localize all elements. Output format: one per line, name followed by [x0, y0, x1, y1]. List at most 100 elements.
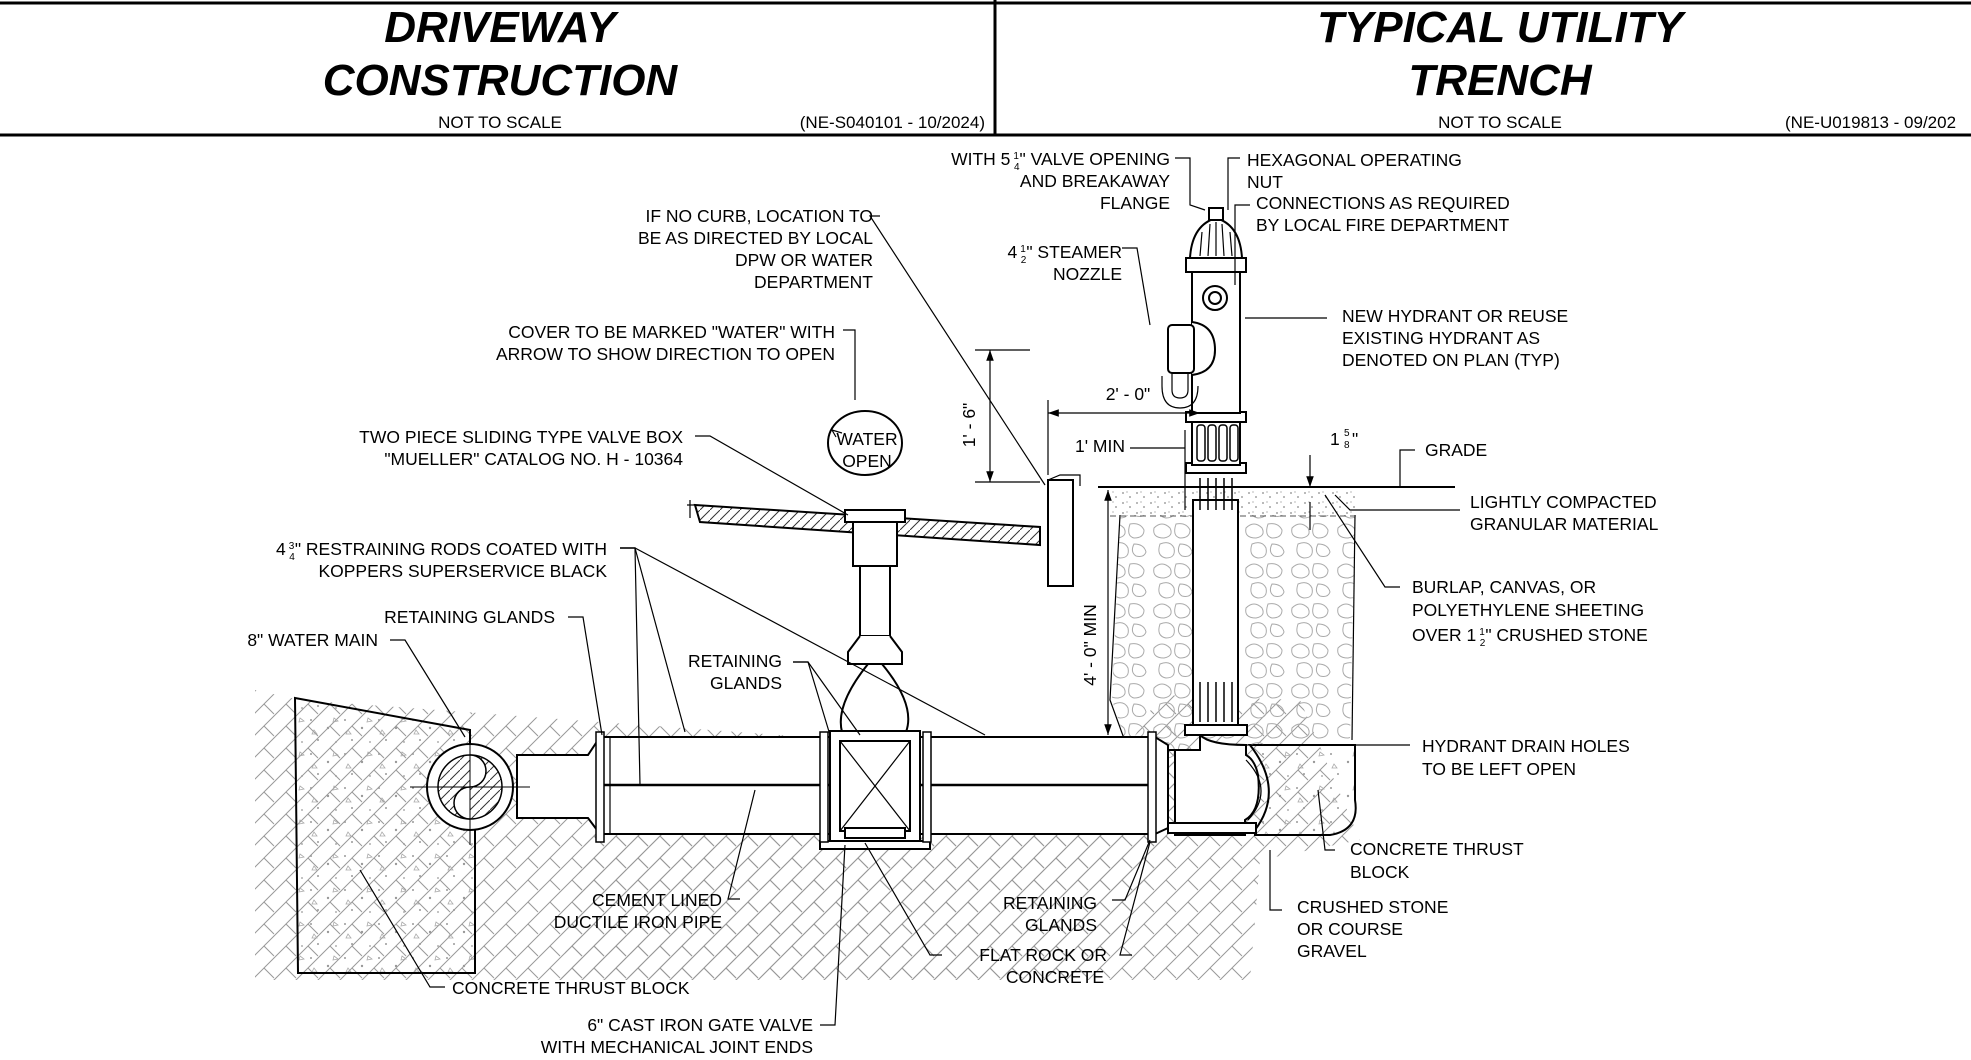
left-drawing-ref: (NE-S040101 - 10/2024) [800, 113, 985, 132]
svg-text:ARROW TO SHOW DIRECTION TO OPE: ARROW TO SHOW DIRECTION TO OPEN [496, 344, 835, 364]
cover-word-water: WATER [836, 429, 897, 449]
callout-lightly-compacted: LIGHTLY COMPACTED GRANULAR MATERIAL [1470, 492, 1659, 534]
dim-frac-unit: " [1352, 429, 1358, 449]
dim-frac-den: 8 [1344, 440, 1350, 451]
svg-text:POLYETHYLENE SHEETING: POLYETHYLENE SHEETING [1412, 600, 1644, 620]
svg-text:412" STEAMER: 412" STEAMER [1007, 242, 1122, 266]
callout-glands-low: RETAINING GLANDS [1003, 893, 1097, 935]
svg-text:"MUELLER" CATALOG NO. H - 1036: "MUELLER" CATALOG NO. H - 10364 [384, 449, 683, 469]
valve-box [839, 509, 910, 733]
callout-glands-left: RETAINING GLANDS [384, 607, 555, 627]
cover-word-open: OPEN [842, 451, 892, 471]
left-pipe-run [516, 731, 831, 843]
svg-text:GLANDS: GLANDS [1025, 915, 1097, 935]
dim-1-min: 1' MIN [1075, 436, 1125, 456]
svg-text:HEXAGONAL OPERATING: HEXAGONAL OPERATING [1247, 150, 1462, 170]
svg-text:GRANULAR MATERIAL: GRANULAR MATERIAL [1470, 514, 1659, 534]
svg-text:NUT: NUT [1247, 172, 1283, 192]
svg-text:EXISTING HYDRANT AS: EXISTING HYDRANT AS [1342, 328, 1540, 348]
dim-4-0-min: 4' - 0" MIN [1080, 604, 1100, 686]
svg-text:CONNECTIONS AS REQUIRED: CONNECTIONS AS REQUIRED [1256, 193, 1510, 213]
dim-1-5-8: 1 [1330, 429, 1340, 449]
callout-valve-box: TWO PIECE SLIDING TYPE VALVE BOX "MUELLE… [359, 427, 683, 469]
right-thrust-block [1247, 744, 1357, 836]
svg-text:HYDRANT DRAIN HOLES: HYDRANT DRAIN HOLES [1422, 736, 1630, 756]
gate-valve [819, 730, 931, 850]
svg-text:DENOTED ON PLAN (TYP): DENOTED ON PLAN (TYP) [1342, 350, 1560, 370]
svg-text:COVER TO BE MARKED "WATER" WIT: COVER TO BE MARKED "WATER" WITH [508, 322, 835, 342]
svg-text:DEPARTMENT: DEPARTMENT [754, 272, 873, 292]
svg-text:DPW OR WATER: DPW OR WATER [735, 250, 873, 270]
left-title-line1: DRIVEWAY [384, 3, 619, 52]
svg-text:OVER 112" CRUSHED STONE: OVER 112" CRUSHED STONE [1412, 625, 1648, 649]
svg-text:OR COURSE: OR COURSE [1297, 919, 1403, 939]
dim-frac-num: 5 [1344, 428, 1350, 439]
callout-no-curb: IF NO CURB, LOCATION TO BE AS DIRECTED B… [638, 206, 873, 292]
svg-text:WITH 514" VALVE OPENING: WITH 514" VALVE OPENING [951, 149, 1170, 173]
left-title-line2: CONSTRUCTION [323, 56, 679, 105]
callout-hex-nut: HEXAGONAL OPERATING NUT [1247, 150, 1462, 192]
callout-thrust-left: CONCRETE THRUST BLOCK [452, 978, 690, 998]
callout-burlap: BURLAP, CANVAS, OR POLYETHYLENE SHEETING… [1412, 577, 1648, 649]
svg-text:IF NO CURB, LOCATION TO: IF NO CURB, LOCATION TO [645, 206, 873, 226]
svg-text:NOZZLE: NOZZLE [1053, 264, 1122, 284]
svg-text:DUCTILE IRON PIPE: DUCTILE IRON PIPE [554, 912, 722, 932]
right-title-line1: TYPICAL UTILITY [1317, 3, 1687, 52]
svg-text:BURLAP, CANVAS, OR: BURLAP, CANVAS, OR [1412, 577, 1596, 597]
svg-text:RETAINING: RETAINING [688, 651, 782, 671]
right-scale-note: NOT TO SCALE [1438, 113, 1562, 132]
svg-text:FLANGE: FLANGE [1100, 193, 1170, 213]
callout-new-hydrant: NEW HYDRANT OR REUSE EXISTING HYDRANT AS… [1342, 306, 1568, 370]
right-pipe-run [919, 731, 1169, 843]
svg-text:RETAINING GLANDS: RETAINING GLANDS [384, 607, 555, 627]
callout-water-main: 8" WATER MAIN [247, 630, 378, 650]
svg-text:6" CAST IRON GATE VALVE: 6" CAST IRON GATE VALVE [587, 1015, 813, 1035]
right-title-line2: TRENCH [1408, 56, 1593, 105]
dimension-labels: 1' - 6" 2' - 0" 1' MIN 4' - 0" MIN 1 5 8… [959, 384, 1358, 686]
svg-text:CONCRETE THRUST BLOCK: CONCRETE THRUST BLOCK [452, 978, 690, 998]
dimension-lines [975, 349, 1314, 735]
svg-text:8" WATER MAIN: 8" WATER MAIN [247, 630, 378, 650]
svg-text:434" RESTRAINING RODS COATED W: 434" RESTRAINING RODS COATED WITH [276, 539, 607, 563]
svg-text:BE AS DIRECTED BY LOCAL: BE AS DIRECTED BY LOCAL [638, 228, 873, 248]
dim-1-6: 1' - 6" [959, 403, 979, 448]
water-main-section [410, 730, 530, 845]
svg-text:CONCRETE THRUST: CONCRETE THRUST [1350, 839, 1524, 859]
left-scale-note: NOT TO SCALE [438, 113, 562, 132]
svg-text:GLANDS: GLANDS [710, 673, 782, 693]
fire-hydrant [1161, 207, 1248, 736]
callout-cover: COVER TO BE MARKED "WATER" WITH ARROW TO… [496, 322, 835, 364]
callout-connections: CONNECTIONS AS REQUIRED BY LOCAL FIRE DE… [1256, 193, 1510, 235]
callout-crushed-stone: CRUSHED STONE OR COURSE GRAVEL [1297, 897, 1448, 961]
svg-text:FLAT ROCK OR: FLAT ROCK OR [979, 945, 1107, 965]
svg-text:TO BE LEFT OPEN: TO BE LEFT OPEN [1422, 759, 1576, 779]
svg-text:TWO PIECE SLIDING TYPE VALVE B: TWO PIECE SLIDING TYPE VALVE BOX [359, 427, 683, 447]
svg-text:KOPPERS SUPERSERVICE BLACK: KOPPERS SUPERSERVICE BLACK [318, 561, 607, 581]
svg-text:AND BREAKAWAY: AND BREAKAWAY [1020, 171, 1170, 191]
svg-text:RETAINING: RETAINING [1003, 893, 1097, 913]
svg-text:LIGHTLY COMPACTED: LIGHTLY COMPACTED [1470, 492, 1657, 512]
svg-text:BLOCK: BLOCK [1350, 862, 1410, 882]
valve-cover-marking: WATER OPEN [827, 410, 903, 476]
svg-text:WITH MECHANICAL JOINT ENDS: WITH MECHANICAL JOINT ENDS [541, 1037, 813, 1057]
callout-gate-valve: 6" CAST IRON GATE VALVE WITH MECHANICAL … [541, 1015, 813, 1057]
svg-text:CEMENT LINED: CEMENT LINED [592, 890, 722, 910]
leader-lines [359, 157, 1460, 1026]
callout-cement-pipe: CEMENT LINED DUCTILE IRON PIPE [554, 890, 722, 932]
callout-grade: GRADE [1425, 440, 1487, 460]
svg-text:CRUSHED STONE: CRUSHED STONE [1297, 897, 1448, 917]
right-drawing-ref: (NE-U019813 - 09/202 [1785, 113, 1956, 132]
dim-2-0: 2' - 0" [1106, 384, 1151, 404]
svg-text:BY LOCAL FIRE DEPARTMENT: BY LOCAL FIRE DEPARTMENT [1256, 215, 1509, 235]
callout-drain-holes: HYDRANT DRAIN HOLES TO BE LEFT OPEN [1422, 736, 1630, 779]
svg-text:GRAVEL: GRAVEL [1297, 941, 1367, 961]
hydrant-shoe [1167, 732, 1262, 836]
svg-text:GRADE: GRADE [1425, 440, 1487, 460]
left-thrust-block [293, 696, 476, 974]
svg-text:NEW HYDRANT OR REUSE: NEW HYDRANT OR REUSE [1342, 306, 1568, 326]
callout-thrust-right: CONCRETE THRUST BLOCK [1350, 839, 1524, 882]
